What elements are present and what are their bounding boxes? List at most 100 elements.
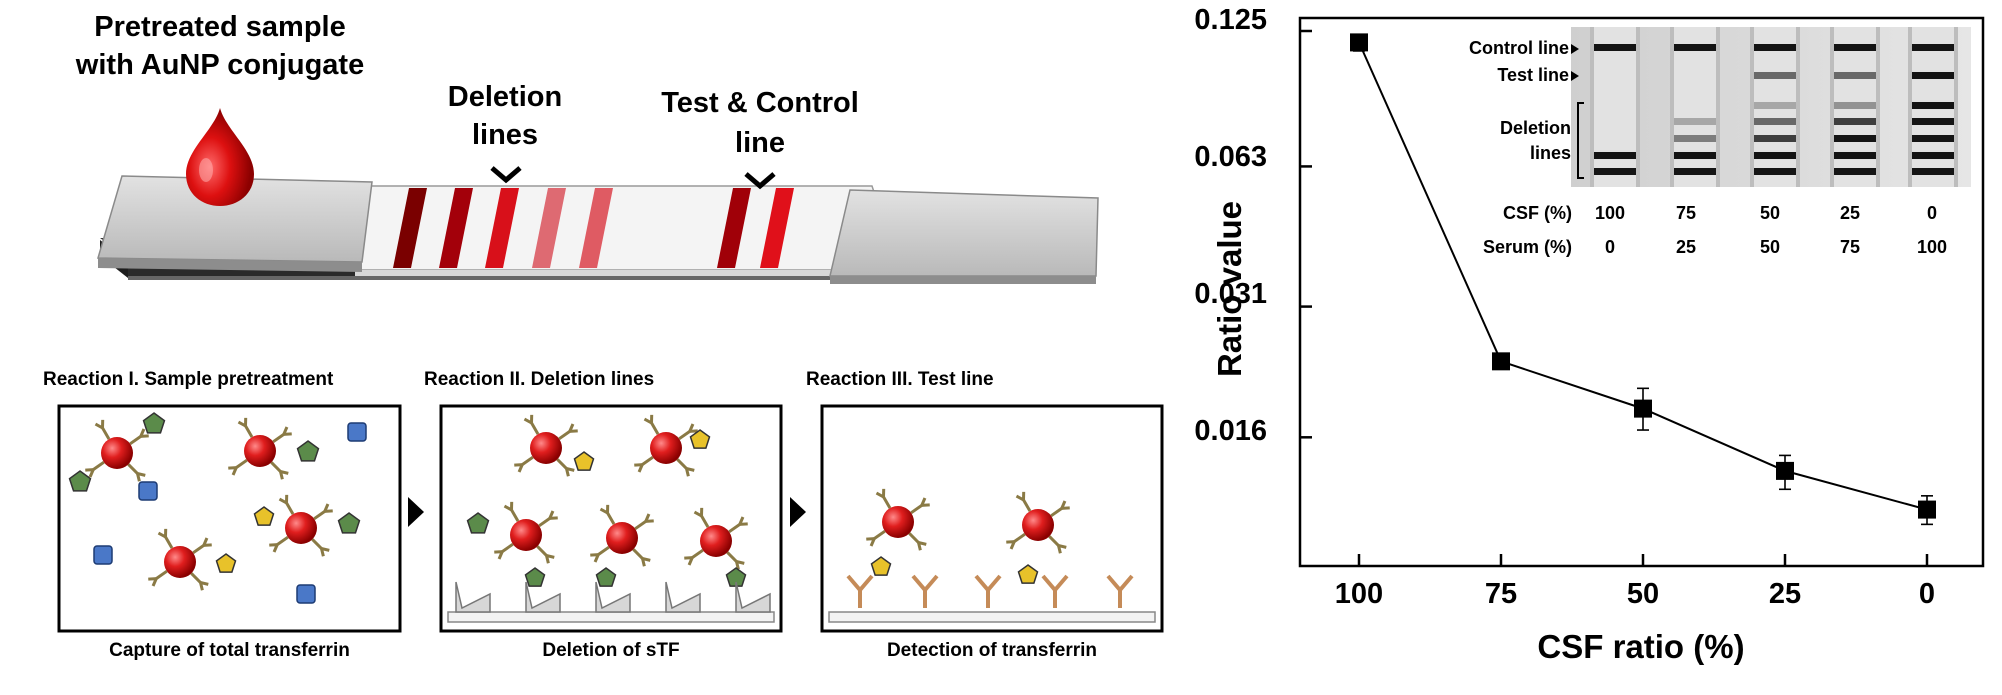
- x-tick-label: 75: [1484, 578, 1518, 610]
- data-point: [1492, 352, 1510, 371]
- inset-band: [1834, 118, 1876, 125]
- inset-band: [1594, 44, 1636, 51]
- inset-band: [1594, 168, 1636, 175]
- asialo-transferrin-icon: [253, 506, 275, 526]
- y-tick-label: 0.031: [1194, 278, 1267, 310]
- inset-band: [1912, 168, 1954, 175]
- pointer-icon: [1571, 44, 1579, 54]
- inset-deletion-label-line-1: Deletion: [1499, 118, 1571, 138]
- transferrin-cube-icon: [347, 422, 367, 442]
- inset-csf-label: CSF (%): [1503, 203, 1572, 223]
- sample-title: Pretreated sample with AuNP conjugate: [40, 8, 400, 84]
- inset-band: [1834, 102, 1876, 109]
- capture-antibody-icon: [595, 581, 631, 613]
- x-tick-label: 100: [1334, 578, 1384, 610]
- capture-antibody-icon: [665, 581, 701, 613]
- panel-3-caption: Detection of transferrin: [886, 640, 1098, 661]
- blood-drop-icon: [186, 108, 254, 206]
- sialo-transferrin-icon: [296, 440, 320, 462]
- inset-band: [1834, 44, 1876, 51]
- x-tick-label: 50: [1626, 578, 1660, 610]
- plot-frame: [1298, 16, 1985, 568]
- sialo-transferrin-icon: [466, 512, 490, 534]
- inset-serum-value: 100: [1916, 237, 1948, 257]
- deletion-bracket-icon: [1577, 102, 1584, 179]
- deletion-label-line-1: Deletion: [447, 81, 563, 113]
- y-tick-label: 0.063: [1194, 141, 1267, 173]
- chart: [1298, 16, 1985, 568]
- deletion-line-3: [485, 188, 519, 268]
- data-point: [1350, 33, 1368, 52]
- x-tick-label: 0: [1918, 578, 1936, 610]
- inset-band: [1754, 102, 1796, 109]
- inset-serum-label: Serum (%): [1482, 237, 1572, 257]
- inset-band: [1834, 135, 1876, 142]
- test-control-label: Test & Control line: [640, 83, 880, 163]
- lateral-flow-strip: [97, 108, 1099, 284]
- gold-nanoparticle: [85, 419, 149, 482]
- inset-band: [1754, 44, 1796, 51]
- sialo-transferrin-icon: [524, 567, 546, 587]
- x-tick-label: 25: [1768, 578, 1802, 610]
- deletion-line-5: [579, 188, 613, 268]
- inset-control-line-label: Control line: [1469, 38, 1569, 58]
- test-line: [717, 188, 751, 268]
- deletion-chevron-icon: [490, 166, 522, 184]
- deletion-label-line-2: lines: [471, 119, 539, 151]
- y-axis-title: Ratio value: [1211, 200, 1248, 378]
- inset-band: [1674, 135, 1716, 142]
- transferrin-cube-icon: [296, 584, 316, 604]
- inset-test-line-label: Test line: [1497, 65, 1569, 85]
- inset-csf-value: 25: [1839, 203, 1861, 223]
- control-line: [760, 188, 794, 268]
- inset-band: [1674, 118, 1716, 125]
- gold-nanoparticle: [866, 488, 930, 551]
- panel-3-title: Reaction III. Test line: [806, 369, 994, 390]
- inset-band: [1912, 72, 1954, 79]
- capture-antibody-icon: [735, 581, 771, 613]
- inset-serum-value: 0: [1604, 237, 1615, 257]
- inset-deletion-label-line-2: lines: [1529, 143, 1571, 163]
- sialo-transferrin-icon: [68, 470, 92, 492]
- asialo-transferrin-icon: [215, 553, 237, 573]
- data-point: [1918, 500, 1936, 519]
- test-antibody-icon: [974, 574, 1002, 608]
- absorbent-pad: [829, 189, 1099, 277]
- sialo-transferrin-icon: [142, 412, 166, 434]
- inset-band: [1754, 152, 1796, 159]
- inset-band: [1754, 118, 1796, 125]
- inset-band: [1912, 118, 1954, 125]
- inset-band: [1912, 44, 1954, 51]
- deletion-line-1: [393, 188, 427, 268]
- gold-nanoparticle: [634, 414, 698, 477]
- inset-band: [1674, 152, 1716, 159]
- inset-csf-value: 50: [1759, 203, 1781, 223]
- test-antibody-icon: [1041, 574, 1069, 608]
- gold-nanoparticle: [590, 504, 654, 567]
- capture-antibody-icon: [525, 581, 561, 613]
- inset-serum-value: 25: [1675, 237, 1697, 257]
- deletion-line-4: [532, 188, 566, 268]
- inset-band: [1912, 102, 1954, 109]
- arrow-icon: [408, 497, 424, 527]
- panel-1-title: Reaction I. Sample pretreatment: [43, 369, 334, 390]
- inset-band: [1754, 168, 1796, 175]
- gold-nanoparticle: [228, 417, 292, 480]
- inset-csf-value: 75: [1675, 203, 1697, 223]
- gold-nanoparticle: [269, 494, 333, 557]
- capture-antibody-icon: [455, 581, 491, 613]
- membrane: [354, 185, 902, 271]
- panel-3-frame: [820, 404, 1164, 633]
- y-tick-label: 0.125: [1194, 4, 1267, 36]
- test-antibody-icon: [1106, 574, 1134, 608]
- asialo-transferrin-icon: [689, 429, 711, 449]
- transferrin-cube-icon: [93, 545, 113, 565]
- inset-band: [1834, 152, 1876, 159]
- gold-nanoparticle: [148, 528, 212, 591]
- transferrin-cube-icon: [138, 481, 158, 501]
- data-point: [1776, 461, 1794, 480]
- test-control-label-line-2: line: [735, 127, 785, 159]
- inset-band: [1674, 168, 1716, 175]
- asialo-transferrin-icon: [870, 556, 892, 576]
- sample-title-line-2: with AuNP conjugate: [75, 49, 365, 81]
